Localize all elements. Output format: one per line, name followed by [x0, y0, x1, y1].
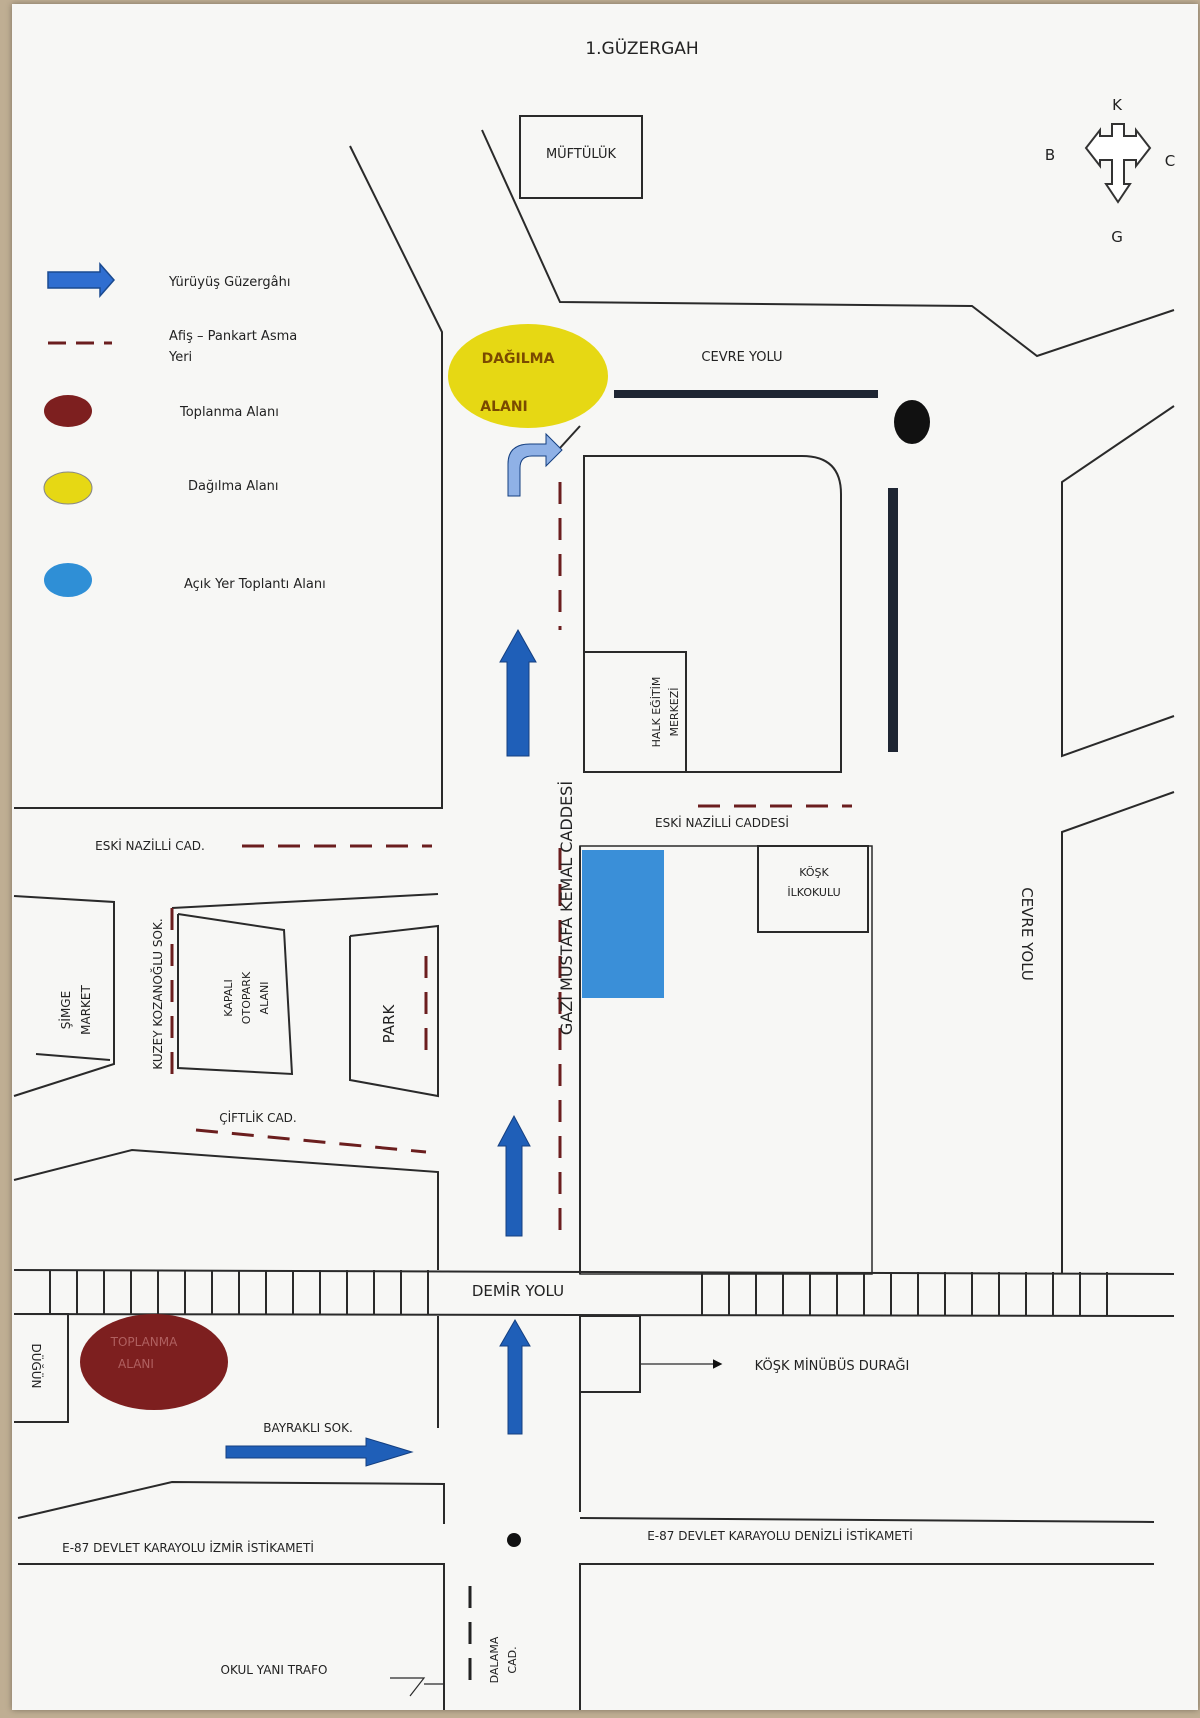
halk-egitim-label-1: HALK EĞİTİM: [650, 677, 663, 748]
simge-label-2: MARKET: [79, 984, 93, 1034]
dalama-label-1: DALAMA: [488, 1636, 501, 1683]
dispersal-label-1: DAĞILMA: [482, 349, 555, 367]
legend-open-meeting-label: Açık Yer Toplantı Alanı: [184, 577, 326, 592]
legend-route-label: Yürüyüş Güzergâhı: [168, 275, 290, 290]
kapali-label-3: ALANI: [258, 982, 271, 1015]
kapali-label-1: KAPALI: [222, 979, 235, 1016]
route-arrow-north-1: [499, 1318, 531, 1435]
banner-locations: [170, 482, 852, 1694]
ciftlik-label: ÇİFTLİK CAD.: [219, 1110, 297, 1125]
roundabout: [894, 400, 930, 444]
kosk-ilkokulu-label-2: İLKOKULU: [787, 886, 840, 899]
route-arrow-north-2: [497, 1114, 531, 1237]
e87-izmir-label: E-87 DEVLET KARAYOLU İZMİR İSTİKAMETİ: [62, 1540, 314, 1555]
compass: K G B C: [1045, 96, 1175, 246]
page-title: 1.GÜZERGAH: [585, 37, 698, 59]
kapali-label-2: OTOPARK: [240, 971, 253, 1024]
bayrakli-label: BAYRAKLI SOK.: [263, 1421, 353, 1435]
park-label: PARK: [380, 1004, 398, 1044]
e87-denizli-label: E-87 DEVLET KARAYOLU DENİZLİ İSTİKAMETİ: [647, 1528, 913, 1543]
junction-dot: [507, 1533, 521, 1547]
compass-cross-icon: [1084, 123, 1152, 204]
eski-nazilli-cad-label: ESKİ NAZİLLİ CAD.: [95, 838, 205, 853]
cevre-yolu-bar-top: [614, 390, 878, 398]
dugun-label: DÜĞÜN: [29, 1343, 45, 1388]
legend-banner-label: Afiş – Pankart Asma: [169, 329, 297, 344]
kosk-ilkokulu-label-1: KÖŞK: [799, 866, 829, 879]
eski-nazilli-caddesi-label: ESKİ NAZİLLİ CADDESİ: [655, 815, 789, 830]
cevre-yolu-side-label: CEVRE YOLU: [1018, 887, 1036, 981]
dalama-label-2: CAD.: [506, 1646, 519, 1673]
compass-east: C: [1165, 152, 1175, 170]
gathering-label-2: ALANI: [118, 1357, 154, 1371]
route-arrow-turn: [507, 432, 563, 497]
map-sheet: 1.GÜZERGAH K G B C Yürüyüş Güzergâhı Afi…: [12, 4, 1198, 1710]
muftuluk-box: [519, 115, 643, 199]
cevre-yolu-bar-side: [888, 488, 898, 752]
legend-dispersal-label: Dağılma Alanı: [188, 479, 279, 494]
dispersal-dot-icon: [43, 471, 93, 505]
halk-egitim-label-2: MERKEZİ: [668, 687, 681, 736]
cevre-yolu-top-label: CEVRE YOLU: [701, 350, 782, 365]
legend: Yürüyüş Güzergâhı Afiş – Pankart Asma Ye…: [43, 262, 326, 597]
gathering-dot-icon: [44, 395, 92, 427]
compass-south: G: [1111, 228, 1123, 246]
kosk-minibus-label: KÖŞK MİNÜBÜS DURAĞI: [755, 1357, 910, 1374]
route-arrow-icon: [47, 262, 115, 298]
open-meeting-dot-icon: [44, 563, 92, 597]
legend-gathering-label: Toplanma Alanı: [179, 405, 279, 420]
route-arrows: [225, 432, 563, 1467]
okul-yani-label: OKUL YANI TRAFO: [221, 1663, 328, 1677]
open-meeting-area: [582, 850, 664, 998]
gathering-area: [80, 1314, 228, 1410]
simge-label-1: ŞİMGE: [58, 991, 73, 1029]
railway-ties: [49, 1270, 1108, 1316]
dispersal-label-2: ALANI: [480, 399, 528, 415]
route-arrow-east: [225, 1437, 414, 1467]
legend-banner-label-2: Yeri: [168, 350, 192, 365]
gathering-label-1: TOPLANMA: [110, 1335, 179, 1349]
dispersal-area: [448, 324, 608, 428]
gazi-mustafa-kemal-label: GAZİ MUSTAFA KEMAL CADDESİ: [557, 781, 576, 1035]
compass-west: B: [1045, 146, 1055, 164]
kuzey-kozanoglu-label: KUZEY KOZANOĞLU SOK.: [150, 918, 165, 1069]
route-arrow-north-3: [499, 628, 537, 757]
demir-yolu-label: DEMİR YOLU: [472, 1281, 564, 1300]
muftuluk-label: MÜFTÜLÜK: [546, 145, 617, 162]
compass-north: K: [1112, 96, 1123, 114]
route-map: 1.GÜZERGAH K G B C Yürüyüş Güzergâhı Afi…: [13, 37, 1175, 1710]
street-lines: [13, 129, 1175, 1710]
